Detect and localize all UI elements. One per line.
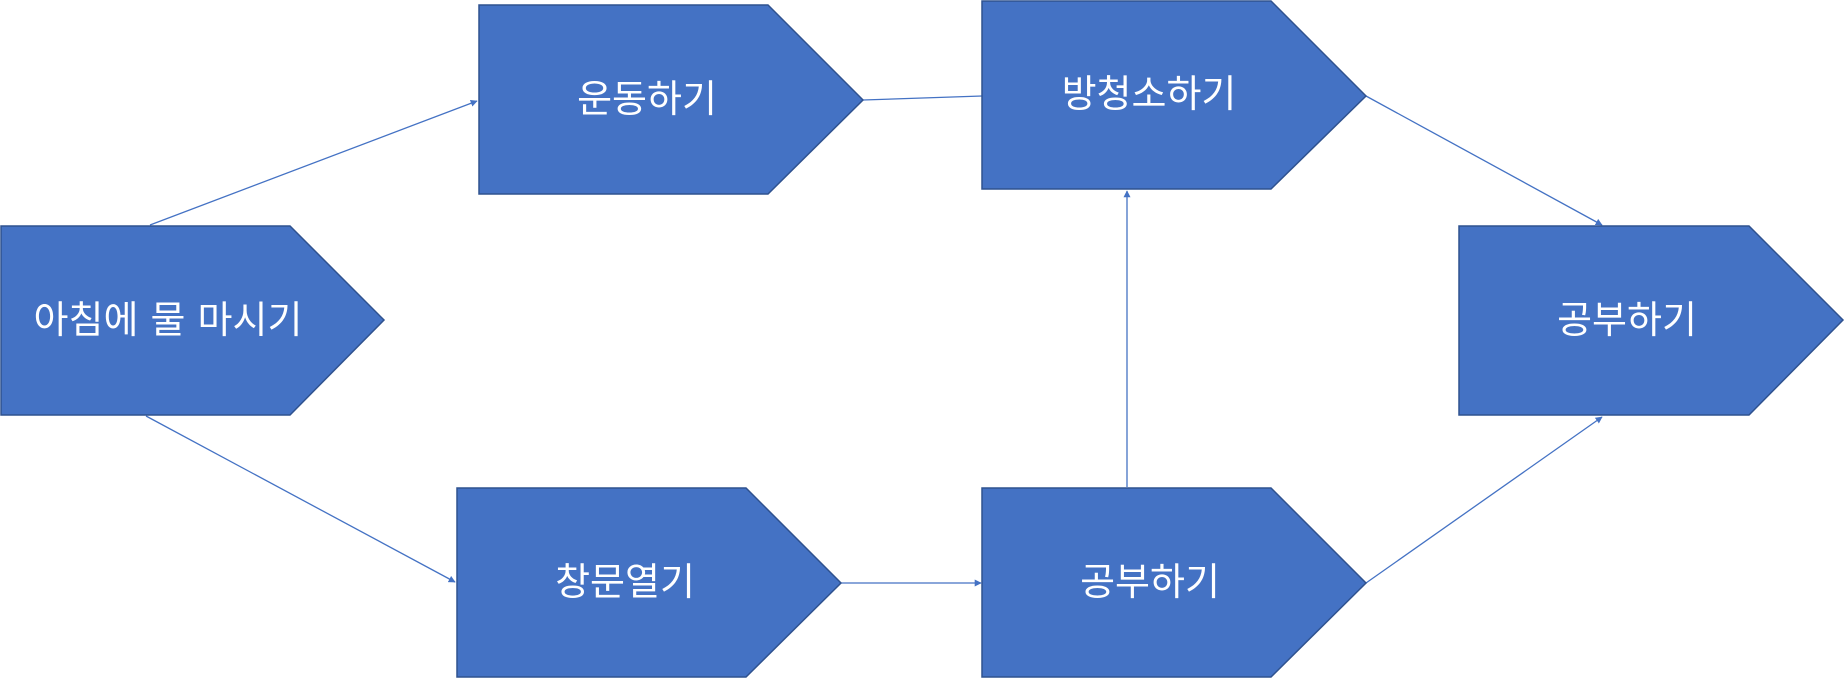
pentagon-arrow-shape [0, 225, 386, 416]
node-label: 공부하기 [1557, 298, 1697, 342]
node-exercise: 운동하기 [478, 4, 865, 195]
connectors [145, 95, 1603, 587]
edge-clean-room-to-final-study [1365, 95, 1603, 226]
pentagon-arrow-shape [456, 487, 843, 678]
pentagon-arrow-shape [1458, 225, 1845, 416]
node-clean-room: 방청소하기 [981, 0, 1368, 190]
edge-drink-water-to-exercise [149, 99, 478, 226]
node-label: 운동하기 [577, 77, 717, 121]
node-label: 창문열기 [555, 560, 695, 604]
edge-exercise-to-clean-room [862, 95, 983, 101]
node-study-final: 공부하기 [1458, 225, 1845, 416]
node-open-window: 창문열기 [456, 487, 843, 678]
edge-study-to-final-study [1365, 416, 1603, 584]
pentagon-arrow-shape [981, 0, 1368, 190]
pentagon-arrow-shape [478, 4, 865, 195]
node-drink-water: 아침에 물 마시기 [0, 225, 386, 416]
node-label: 아침에 물 마시기 [34, 298, 303, 342]
edge-drink-water-to-open-window [145, 415, 456, 583]
node-label: 방청소하기 [1062, 72, 1237, 116]
node-study-bottom: 공부하기 [981, 487, 1368, 678]
node-label: 공부하기 [1080, 560, 1220, 604]
pentagon-arrow-shape [981, 487, 1368, 678]
